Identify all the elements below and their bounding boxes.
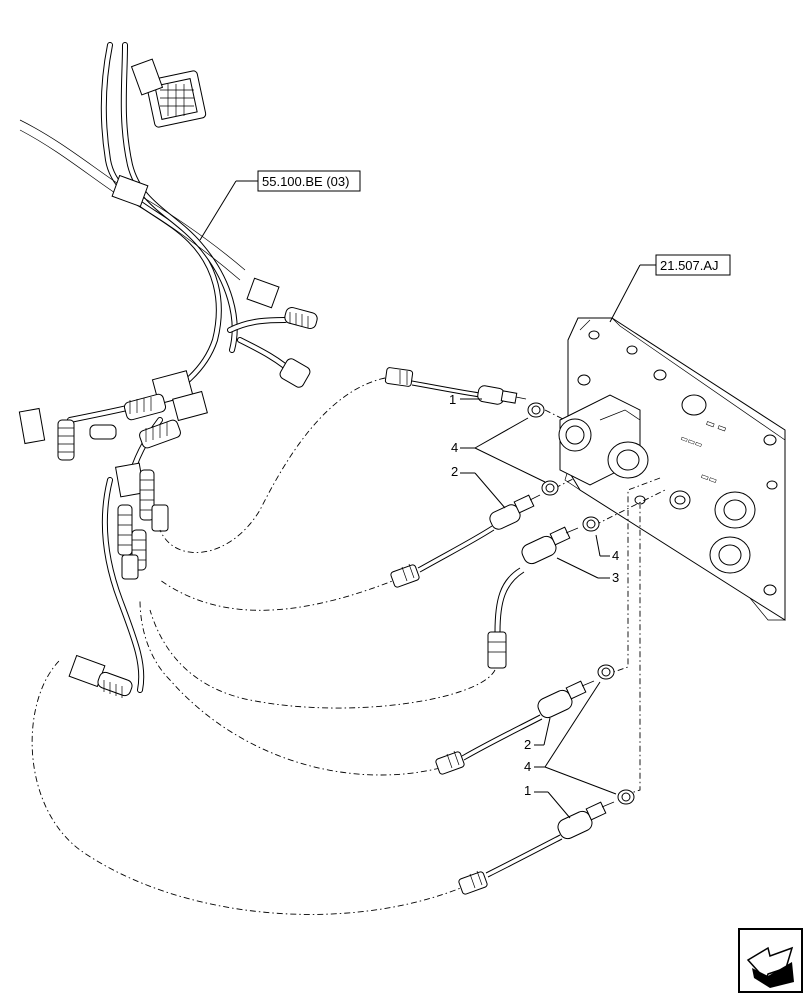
valve-mounting-plate: ▭ ▭ ▭▭▭ ▭▭	[558, 317, 786, 621]
callout-label: 1	[524, 783, 531, 798]
callout-label: 4	[612, 548, 619, 563]
callout-label: 1	[449, 392, 456, 407]
callout-label: 2	[524, 737, 531, 752]
hydraulic-port	[558, 394, 649, 486]
page-navigation-arrow-icon[interactable]	[738, 928, 803, 993]
harness-reference[interactable]: 55.100.BE (03)	[199, 170, 361, 241]
connector-cluster	[18, 370, 208, 698]
callout-4: 4	[595, 534, 619, 563]
seal-ring[interactable]	[617, 789, 635, 805]
temperature-sensor-3[interactable]	[487, 526, 579, 669]
callout-2: 2	[524, 717, 551, 752]
wiring-harness	[18, 42, 318, 698]
harness-connector-right	[246, 277, 318, 330]
harness-reference-label: 55.100.BE (03)	[262, 174, 349, 189]
callout-1: 1	[524, 783, 571, 819]
seal-ring[interactable]	[527, 402, 545, 418]
callout-1: 1	[449, 392, 482, 407]
temperature-sensor-1-bottom[interactable]	[458, 801, 615, 895]
temperature-sensor-2-upper[interactable]	[390, 494, 541, 588]
callout-label: 3	[612, 570, 619, 585]
callout-label: 4	[451, 440, 458, 455]
callout-label: 2	[451, 464, 458, 479]
routing-lines	[31, 377, 666, 915]
temperature-sensor-1-top[interactable]	[384, 367, 527, 405]
callout-4: 4	[451, 417, 546, 483]
callout-3: 3	[556, 557, 619, 585]
seal-ring[interactable]	[597, 664, 615, 680]
multi-pin-connector	[130, 58, 207, 128]
callout-4: 4	[524, 681, 617, 795]
seal-ring[interactable]	[582, 516, 600, 532]
callout-2: 2	[451, 464, 506, 509]
plate-reference[interactable]: 21.507.AJ	[609, 254, 731, 323]
callout-label: 4	[524, 759, 531, 774]
plate-reference-label: 21.507.AJ	[660, 258, 719, 273]
seal-ring[interactable]	[541, 480, 559, 496]
temperature-sensor-2-lower[interactable]	[435, 680, 595, 775]
hydraulic-port	[669, 490, 756, 574]
